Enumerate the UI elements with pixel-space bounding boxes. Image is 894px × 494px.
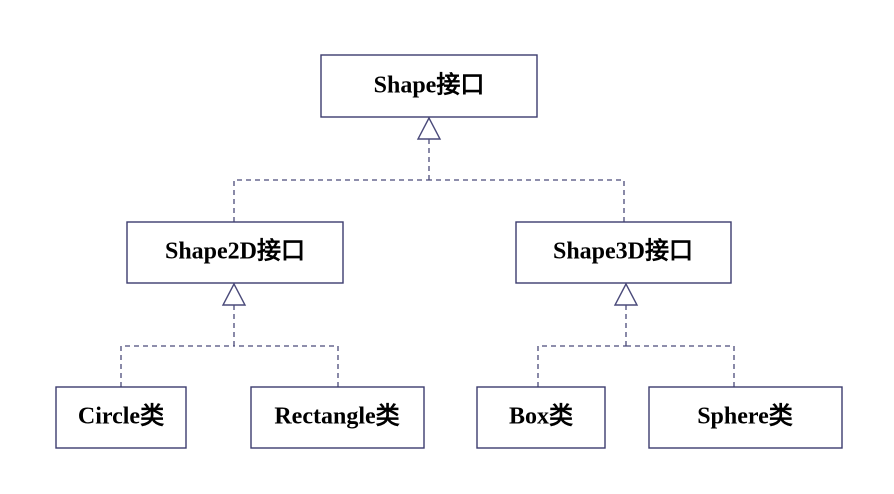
node-circle-box bbox=[55, 386, 187, 449]
node-rectangle-class: Rectangle类 bbox=[250, 386, 425, 449]
node-sphere-class: Sphere类 bbox=[648, 386, 843, 449]
node-shape3d-box bbox=[515, 221, 732, 284]
node-rectangle-box bbox=[250, 386, 425, 449]
inheritance-arrowhead-shape2d bbox=[221, 282, 247, 306]
connector-level1 bbox=[233, 116, 625, 222]
node-shape2d-interface: Shape2D接口 bbox=[126, 221, 344, 284]
connector-shape2d-to-shape bbox=[233, 179, 429, 222]
inheritance-arrowhead-shape bbox=[416, 116, 442, 140]
node-shape-interface: Shape接口 bbox=[320, 54, 538, 118]
node-shape-label: Shape接口 bbox=[374, 72, 485, 99]
node-shape3d-interface: Shape3D接口 bbox=[515, 221, 732, 284]
node-shape-box bbox=[320, 54, 538, 118]
node-box-box bbox=[476, 386, 606, 449]
node-rectangle-label: Rectangle类 bbox=[274, 403, 400, 430]
node-sphere-box bbox=[648, 386, 843, 449]
node-circle-label: Circle类 bbox=[78, 403, 165, 430]
node-shape2d-box bbox=[126, 221, 344, 284]
node-shape3d-label: Shape3D接口 bbox=[553, 238, 693, 265]
connector-level2-right bbox=[537, 282, 735, 387]
connector-level2-left bbox=[120, 282, 339, 387]
node-box-label: Box类 bbox=[509, 403, 574, 430]
node-circle-class: Circle类 bbox=[55, 386, 187, 449]
inheritance-arrowhead-shape3d bbox=[613, 282, 639, 306]
node-sphere-label: Sphere类 bbox=[697, 403, 794, 430]
connector-rectangle-to-shape2d bbox=[234, 345, 339, 387]
connector-shape3d-to-shape bbox=[429, 179, 625, 222]
node-shape2d-label: Shape2D接口 bbox=[165, 238, 305, 265]
connector-sphere-to-shape3d bbox=[626, 345, 735, 387]
node-box-class: Box类 bbox=[476, 386, 606, 449]
connector-circle-to-shape2d bbox=[120, 345, 234, 387]
connector-box-to-shape3d bbox=[537, 345, 626, 387]
